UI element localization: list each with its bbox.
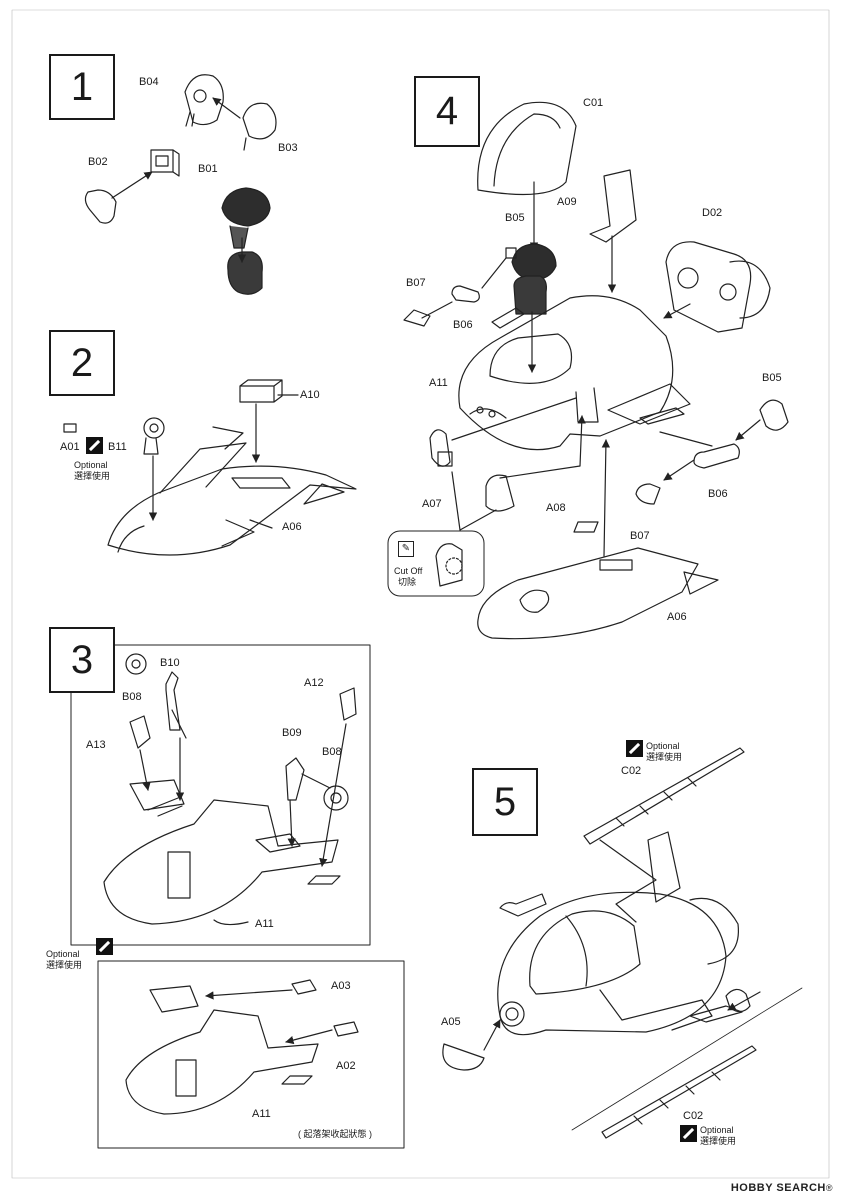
page-border: [11, 9, 830, 1179]
part-label-b08: B08: [122, 691, 142, 703]
part-label-a08: A08: [546, 502, 566, 514]
part-label-a10: A10: [300, 389, 320, 401]
part-label-b07: B07: [406, 277, 426, 289]
part-label-b10: B10: [160, 657, 180, 669]
optional-label-zh: 選擇使用: [74, 471, 111, 481]
part-label-a03: A03: [331, 980, 351, 992]
optional-label-zh: 選擇使用: [646, 752, 683, 762]
step3-drawing: [103, 653, 357, 926]
optional-marker-step5-bottom: [680, 1125, 697, 1142]
part-label-a11-optional: A11: [252, 1108, 271, 1120]
part-label-a09: A09: [557, 196, 577, 208]
optional-marker-step2: [86, 437, 103, 454]
part-label-b11: B11: [108, 441, 127, 453]
optional-label-zh: 選擇使用: [46, 960, 83, 970]
step-5-number: 5: [472, 768, 538, 836]
cut-off-label-en: Cut Off: [394, 566, 423, 576]
part-label-a12: A12: [304, 677, 324, 689]
part-label-b04: B04: [139, 76, 159, 88]
cut-off-detail: ✎: [398, 541, 414, 557]
step2-drawing: [63, 379, 357, 556]
part-label-b01: B01: [198, 163, 218, 175]
step3-optional-box: [97, 960, 405, 1149]
optional-label-en: Optional: [700, 1125, 734, 1135]
optional-parts-icon: [680, 1125, 697, 1142]
step5-drawing: [442, 747, 803, 1139]
cut-off-label-zh: 切除: [398, 577, 417, 587]
optional-marker-step3: [96, 938, 113, 955]
part-label-a07: A07: [422, 498, 442, 510]
optional-parts-icon: [626, 740, 643, 757]
part-label-b05-right: B05: [762, 372, 782, 384]
part-label-c01: C01: [583, 97, 604, 109]
gear-retracted-note: ( 起落架收起狀態 ): [298, 1129, 372, 1139]
part-label-b03: B03: [278, 142, 298, 154]
optional-parts-icon: [96, 938, 113, 955]
step-4-number: 4: [414, 76, 480, 147]
step-2-number: 2: [49, 330, 115, 396]
step-3-number: 3: [49, 627, 115, 693]
part-label-a06: A06: [282, 521, 302, 533]
part-label-a11: A11: [255, 918, 274, 930]
part-label-c02: C02: [621, 765, 642, 777]
watermark-registered-mark: ®: [825, 1183, 833, 1193]
step3-optional-drawing: [125, 979, 359, 1115]
optional-label-zh: 選擇使用: [700, 1136, 737, 1146]
step4-drawing: [387, 101, 789, 640]
part-label-b09: B09: [282, 727, 302, 739]
part-label-b07-right: B07: [630, 530, 650, 542]
part-label-b08-right: B08: [322, 746, 342, 758]
part-label-a02: A02: [336, 1060, 356, 1072]
part-label-a11: A11: [429, 377, 448, 389]
watermark-brand: HOBBY SEARCH: [730, 1182, 826, 1194]
step1-drawing: [84, 74, 277, 295]
part-label-a13: A13: [86, 739, 106, 751]
part-label-b06-right: B06: [708, 488, 728, 500]
part-label-d02: D02: [702, 207, 723, 219]
part-label-c02-bottom: C02: [683, 1110, 704, 1122]
part-label-a05: A05: [441, 1016, 461, 1028]
hobby-search-watermark: HOBBY SEARCH®: [731, 1182, 833, 1194]
part-label-a01: A01: [60, 441, 80, 453]
part-label-b02: B02: [88, 156, 108, 168]
part-label-a06: A06: [667, 611, 687, 623]
optional-label-en: Optional: [646, 741, 680, 751]
optional-label-en: Optional: [46, 949, 80, 959]
step-1-number: 1: [49, 54, 115, 120]
step3-box: [70, 644, 371, 946]
optional-parts-icon: [86, 437, 103, 454]
cut-off-knife-icon: ✎: [398, 541, 414, 557]
optional-label-en: Optional: [74, 460, 108, 470]
part-label-b06: B06: [453, 319, 473, 331]
part-label-b05: B05: [505, 212, 525, 224]
optional-marker-step5-top: [626, 740, 643, 757]
